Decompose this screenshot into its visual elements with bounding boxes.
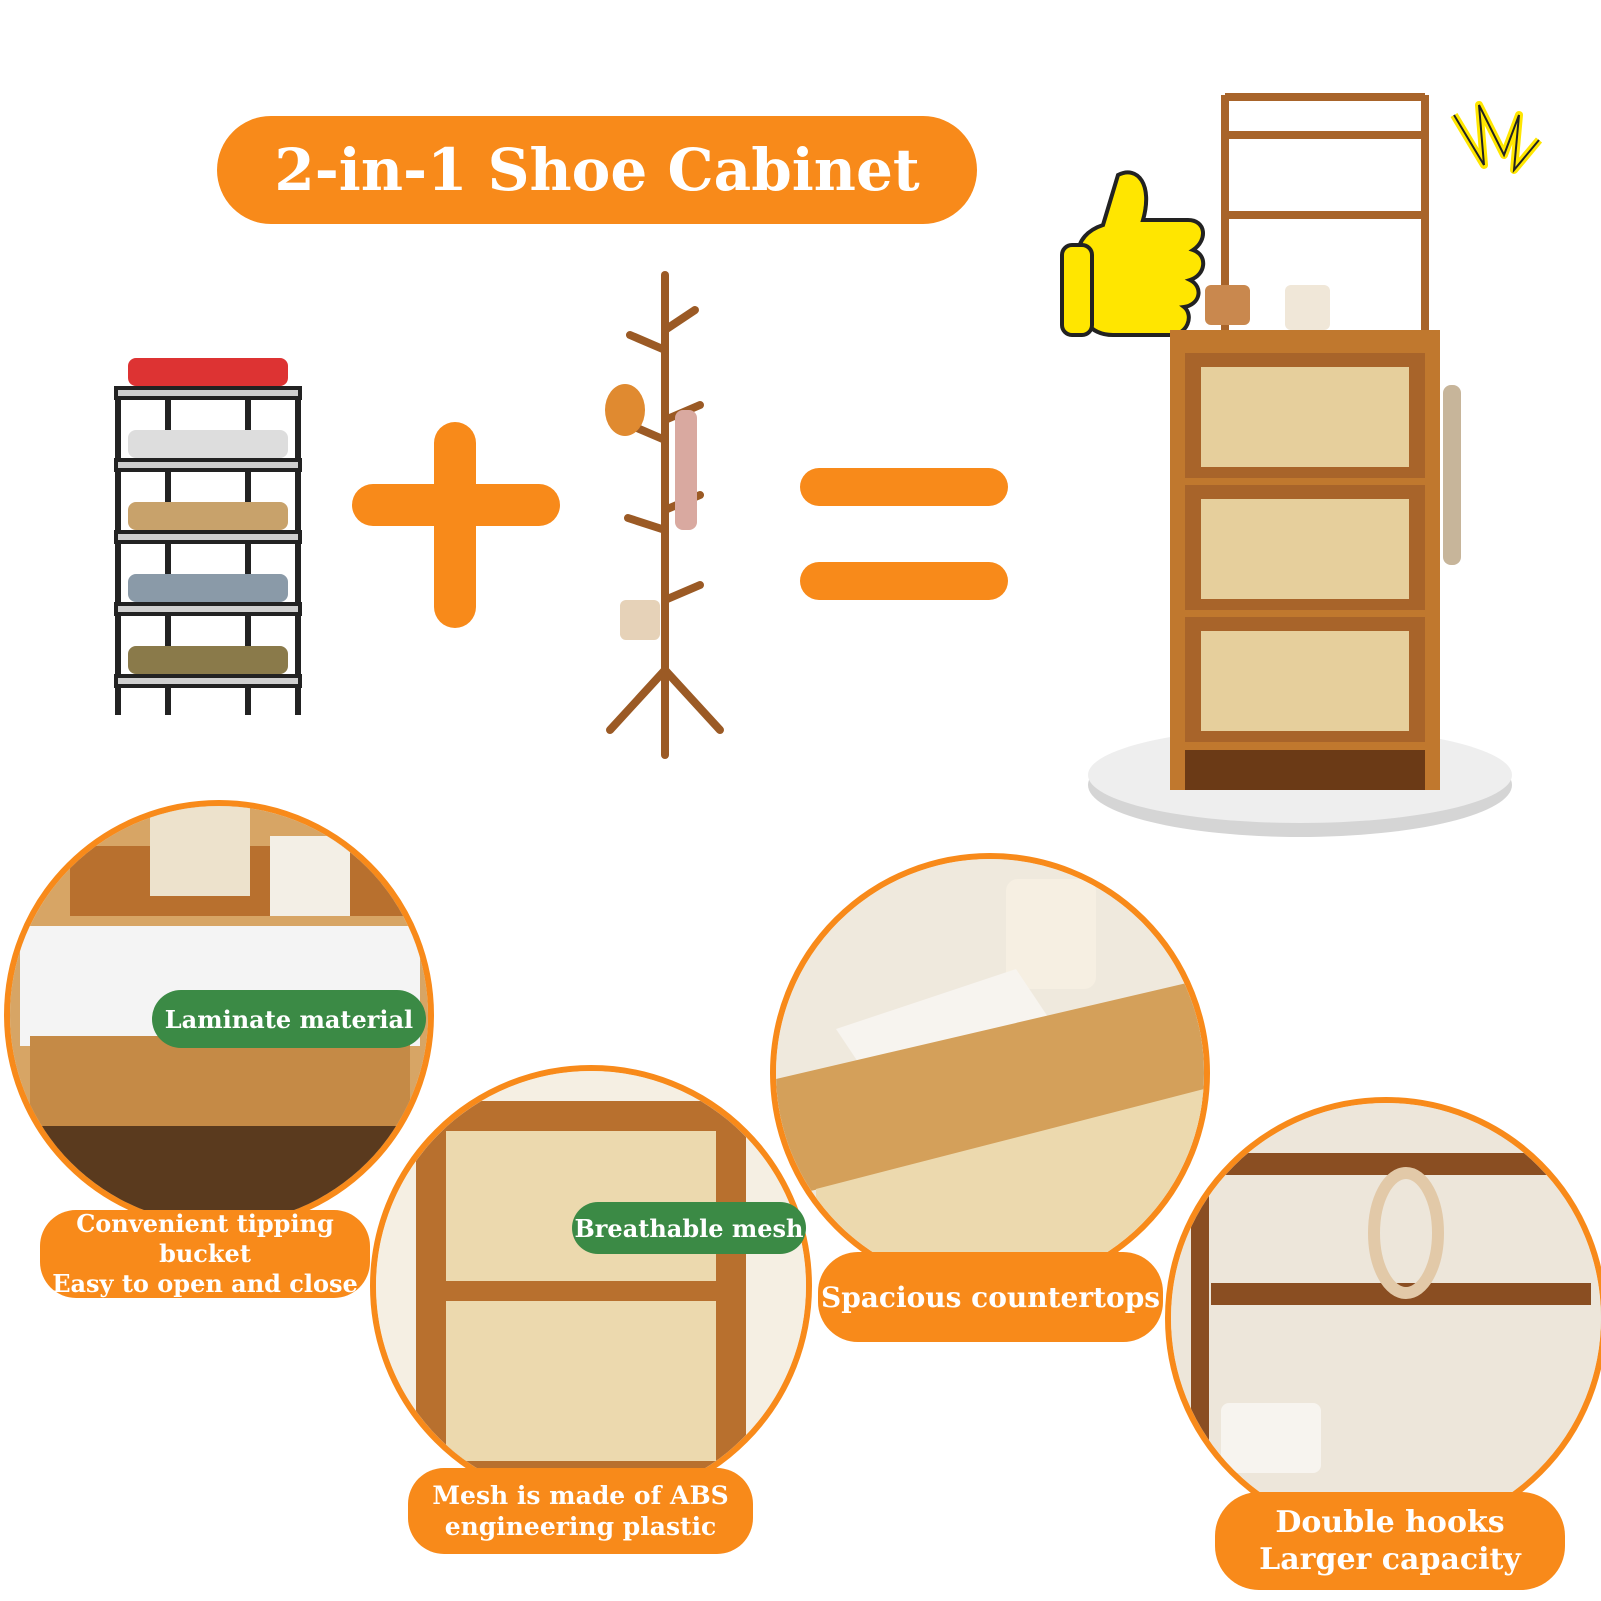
detail-circle-hooks xyxy=(1165,1097,1601,1539)
caption-hooks: Double hooks Larger capacity xyxy=(1215,1492,1565,1590)
detail-circle-mesh xyxy=(370,1065,812,1507)
cabinet-product-image xyxy=(1088,93,1512,837)
laminate-tag: Laminate material xyxy=(152,990,426,1048)
plus-sign-vertical xyxy=(434,422,476,628)
title-banner: 2-in-1 Shoe Cabinet xyxy=(217,116,977,224)
caption-tipping: Convenient tipping bucket Easy to open a… xyxy=(40,1209,370,1298)
caption-countertops: Spacious countertops xyxy=(818,1252,1163,1342)
sparkle-icon xyxy=(1450,101,1543,174)
equals-sign-bottom xyxy=(800,562,1008,600)
equals-sign-top xyxy=(800,468,1008,506)
coat-rack-image xyxy=(605,271,724,759)
detail-circle-countertop xyxy=(770,853,1210,1293)
caption-mesh-material: Mesh is made of ABS engineering plastic xyxy=(408,1468,753,1554)
page-title: 2-in-1 Shoe Cabinet xyxy=(274,136,920,204)
breathable-mesh-tag: Breathable mesh xyxy=(572,1202,806,1254)
thumbs-up-icon xyxy=(1060,170,1206,337)
shoe-rack-image xyxy=(114,358,302,715)
